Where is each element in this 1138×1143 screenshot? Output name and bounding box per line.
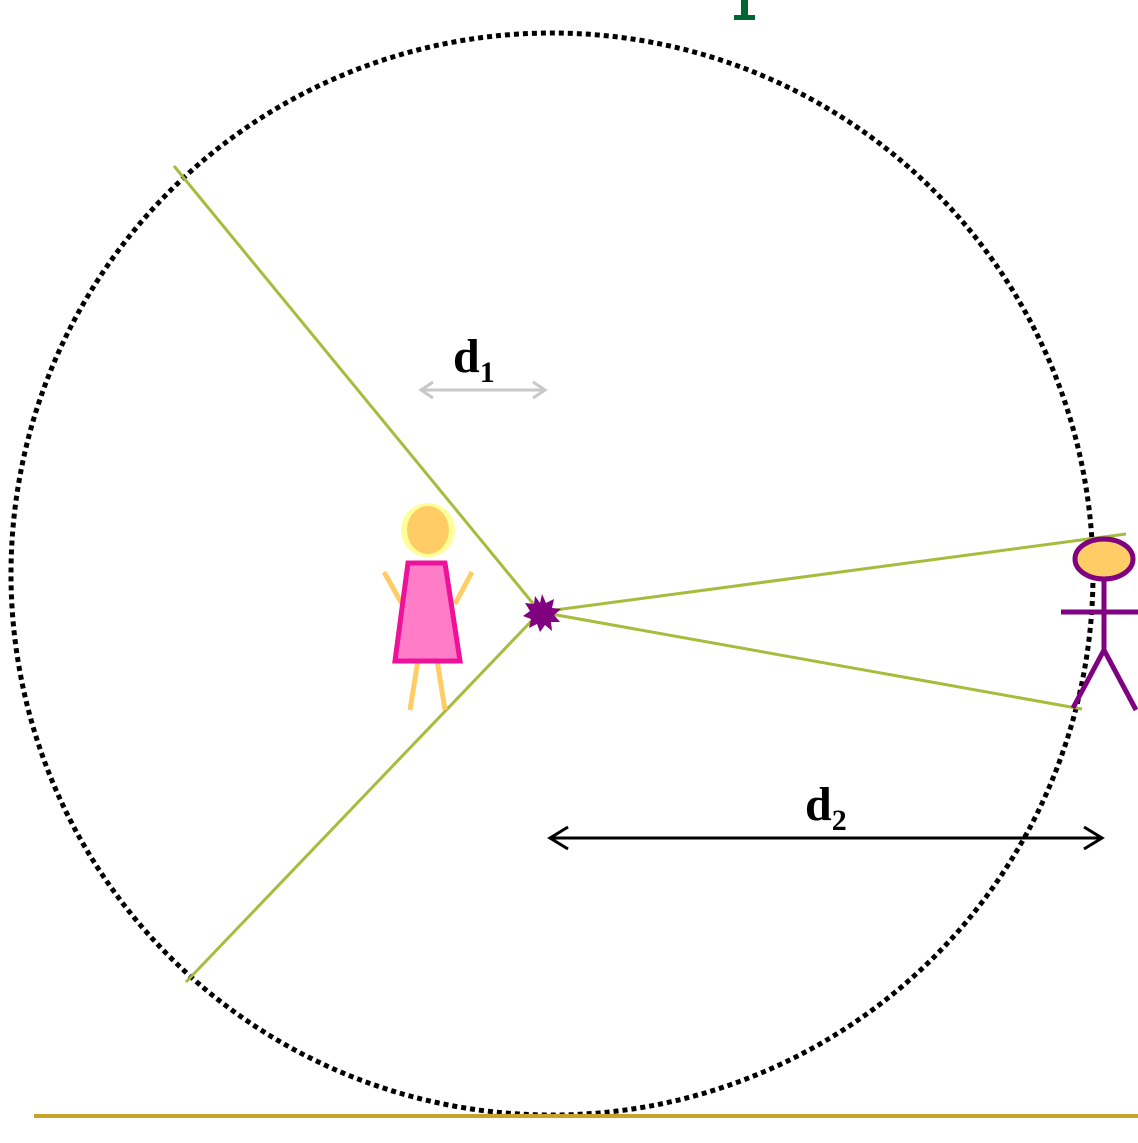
ray-upper-right — [539, 532, 1127, 614]
d1-label-sub: 1 — [480, 356, 495, 389]
boundary-circle — [8, 30, 1096, 1118]
girl-head — [407, 506, 449, 554]
girl-right-arm — [452, 570, 475, 606]
boy-head — [1072, 536, 1136, 582]
d1-arrow — [418, 380, 548, 400]
girl-figure-icon — [381, 503, 475, 711]
starburst-shape — [523, 594, 561, 632]
girl-right-leg — [434, 659, 448, 711]
d2-arrow — [547, 825, 1105, 851]
starburst-icon — [523, 594, 561, 632]
d1-label: d1 — [453, 330, 495, 389]
ray-upper-left — [172, 165, 542, 613]
boy-right-leg — [1101, 648, 1138, 712]
girl-left-arm — [381, 570, 405, 606]
top-marker — [734, 0, 755, 20]
stick-figure-icon — [1061, 536, 1138, 712]
ray-lines — [172, 165, 1127, 984]
ray-lower-left — [184, 610, 542, 984]
boy-left-leg — [1070, 648, 1107, 710]
girl-dress — [392, 560, 463, 664]
ray-lower-right — [539, 610, 1083, 711]
girl-left-leg — [407, 659, 421, 711]
d2-label: d2 — [805, 778, 847, 837]
d2-label-main: d — [805, 778, 832, 831]
d2-label-sub: 2 — [832, 804, 847, 837]
d1-label-main: d — [453, 330, 480, 383]
